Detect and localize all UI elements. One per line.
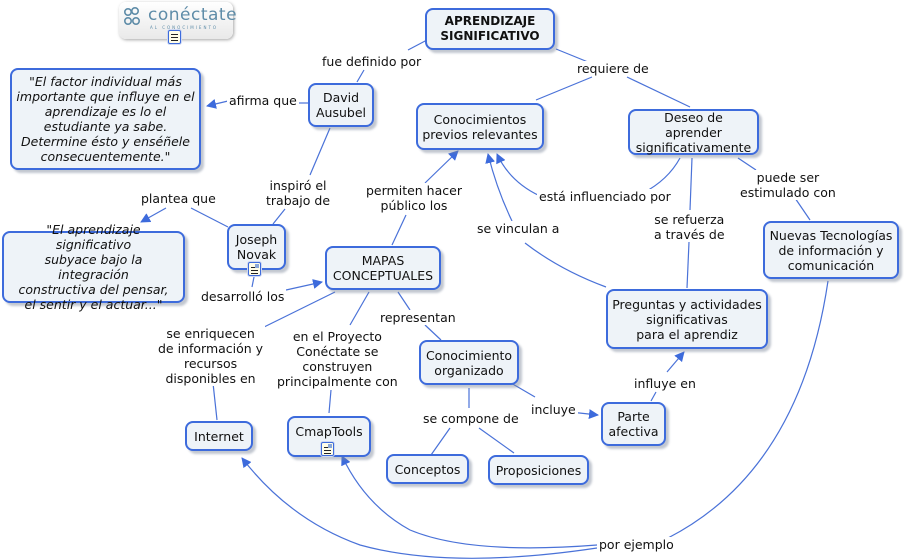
concept-conocimientos-previos[interactable]: Conocimientos previos relevantes [416, 103, 544, 150]
link-label-permiten-hacer-publico[interactable]: permiten hacer público los [364, 183, 464, 213]
link-label-plantea-que[interactable]: plantea que [139, 191, 218, 206]
concept-preguntas-actividades[interactable]: Preguntas y actividades significativas p… [606, 289, 768, 349]
link-plantea-quote [140, 207, 167, 223]
link-fuedefinido-ausubel [356, 69, 365, 83]
link-compone-conceptos [430, 427, 451, 456]
link-root-fuedefinido [407, 39, 428, 51]
concept-conceptos[interactable]: Conceptos [386, 454, 469, 484]
link-label-representan[interactable]: representan [378, 310, 458, 325]
link-label-requiere-de[interactable]: requiere de [575, 61, 651, 76]
link-deseo-refuerza [689, 157, 693, 211]
link-label-se-compone-de[interactable]: se compone de [421, 411, 521, 426]
link-requiere-previos [535, 76, 593, 101]
link-conocimiento-incluye [510, 382, 536, 398]
link-label-influye-en[interactable]: influye en [632, 376, 698, 391]
concept-internet[interactable]: Internet [185, 421, 253, 451]
link-root-requiere [555, 48, 589, 63]
concept-mapas-conceptuales[interactable]: MAPAS CONCEPTUALES [325, 246, 441, 290]
link-preguntas-vinculan [524, 242, 607, 288]
link-nuevas-ejemplo [667, 280, 829, 539]
link-label-desarrollo-los[interactable]: desarrolló los [199, 289, 287, 304]
cmaptools-resource-icon[interactable] [321, 442, 334, 456]
link-refuerza-preguntas [686, 241, 690, 289]
concept-cmaptools[interactable]: CmapTools [287, 416, 371, 457]
link-deseo-influenciado [642, 157, 681, 194]
link-proyecto-cmaptools [328, 389, 332, 414]
link-ejemplo-cmaptools [341, 455, 598, 549]
link-ejemplo-internet [241, 457, 598, 559]
link-estimulado-nuevas [794, 197, 811, 221]
link-label-fue-definido-por[interactable]: fue definido por [320, 54, 424, 69]
link-deseo-estimulado [737, 157, 757, 171]
concept-parte-afectiva[interactable]: Parte afectiva [601, 402, 666, 446]
link-label-se-vinculan-a[interactable]: se vinculan a [475, 221, 562, 236]
link-vinculan-previos [485, 153, 513, 222]
concept-david-ausubel[interactable]: David Ausubel [308, 83, 374, 127]
link-novak-plantea [190, 207, 229, 228]
link-label-en-el-proyecto[interactable]: en el Proyecto Conéctate se construyen p… [275, 329, 400, 389]
link-permiten-previos [424, 150, 459, 184]
link-afirma-quote [206, 99, 229, 109]
link-afectiva-influye [650, 391, 657, 402]
link-mapas-proyecto [349, 291, 370, 326]
link-mapas-permiten [391, 214, 407, 246]
link-requiere-deseo [626, 76, 691, 108]
link-influye-preguntas [666, 351, 685, 373]
link-label-inspiro-el-trabajo[interactable]: inspiró el trabajo de [264, 178, 333, 208]
link-inspiro-novak [272, 208, 286, 225]
link-label-se-refuerza[interactable]: se refuerza a través de [652, 212, 727, 242]
novak-resource-icon[interactable] [248, 262, 261, 276]
link-ausubel-inspiro [309, 127, 331, 176]
logo-text: conéctate [148, 5, 238, 25]
link-mapas-representan [397, 291, 411, 311]
link-enriquecen-internet [212, 382, 218, 421]
concept-novak-quote[interactable]: "El aprendizaje significativo subyace ba… [2, 222, 185, 312]
logo-mark-icon [123, 7, 141, 26]
concept-map-icon[interactable] [168, 30, 181, 44]
concept-aprendizaje-significativo[interactable]: APRENDIZAJE SIGNIFICATIVO [425, 8, 555, 50]
concept-proposiciones[interactable]: Proposiciones [488, 455, 589, 485]
concept-nuevas-tecnologias[interactable]: Nuevas Tecnologías de información y comu… [763, 221, 899, 279]
link-label-afirma-que[interactable]: afirma que [227, 93, 299, 108]
logo-subtitle: AL CONOCIMIENTO [150, 25, 219, 30]
link-desarrollo-mapas [285, 279, 323, 291]
concept-deseo-de-aprender[interactable]: Deseo de aprender significativamente [628, 109, 759, 155]
link-label-incluye[interactable]: incluye [529, 402, 578, 417]
link-representan-conocimiento [424, 324, 442, 341]
link-label-esta-influenciado-por[interactable]: está influenciado por [537, 189, 673, 204]
concept-ausubel-quote[interactable]: "El factor individual más importante que… [10, 68, 201, 170]
concept-conocimiento-organizado[interactable]: Conocimiento organizado [419, 340, 519, 385]
link-mapas-enriquecen [257, 291, 336, 331]
link-influenciado-previos [496, 153, 541, 197]
link-compone-proposiciones [478, 427, 515, 454]
link-label-se-enriquecen[interactable]: se enriquecen de información y recursos … [156, 326, 266, 386]
link-label-por-ejemplo[interactable]: por ejemplo [597, 537, 676, 552]
link-label-puede-ser-estimulado[interactable]: puede ser estimulado con [738, 170, 838, 200]
